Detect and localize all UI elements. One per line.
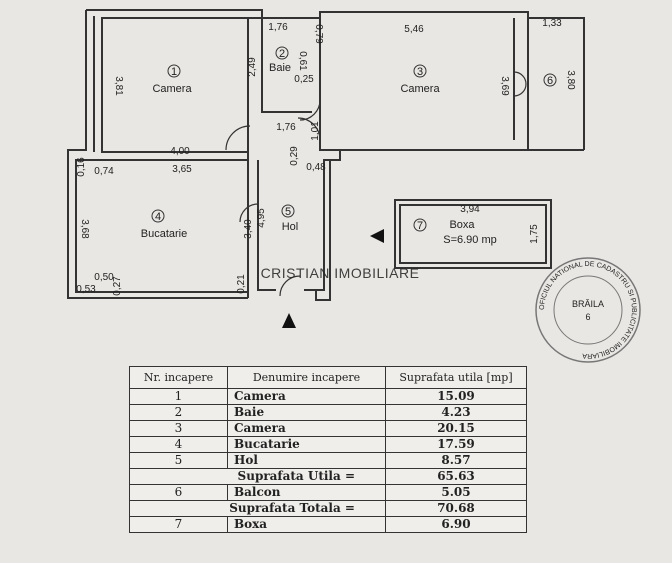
dim-camera1-left: 3,81 [113,76,124,96]
dim-camera3-top: 5,46 [404,24,424,35]
room-5-label: Hol [282,221,299,233]
row-nr: 7 [129,516,228,533]
room-1-label: Camera [152,83,192,95]
row-nr: 5 [129,452,228,469]
dim-baie-left: 2,49 [247,57,258,77]
table-row: 1 Camera 15.09 [129,388,527,405]
suprafata-utila-value: 65.63 [385,468,527,485]
room-3-number: 3 [417,66,423,78]
summary-row-totala: Suprafata Totala = 70.68 [129,500,527,517]
header-area: Suprafata utila [mp] [385,366,527,389]
room-2-number: 2 [279,48,285,60]
dim-buc-top: 3,65 [172,164,192,175]
row-area: 17.59 [385,436,527,453]
door-swings [225,71,527,297]
row-nr: 2 [129,404,228,421]
dim-buc-corner-b: 0,74 [94,166,114,177]
table-header-row: Nr. incapere Denumire incapere Suprafata… [129,366,527,389]
room-4-number: 4 [155,211,161,223]
row-name: Hol [227,452,386,469]
entrance-arrow-up-icon [282,313,296,328]
dim-baie-bottom: 0,25 [294,74,314,85]
table-row: 3 Camera 20.15 [129,420,527,437]
table-row: 4 Bucatarie 17.59 [129,436,527,453]
dim-buc-bottom-b: 0,53 [76,284,96,295]
dim-buc-left: 3,68 [79,219,90,239]
row-name: Camera [227,388,386,405]
dim-balcon-right: 3,80 [565,70,576,90]
dim-buc-bottom-a: 0,50 [94,272,114,283]
area-table: Nr. incapere Denumire incapere Suprafata… [129,366,527,533]
table-row: 2 Baie 4.23 [129,404,527,421]
dim-hol-top: 1,76 [276,122,296,133]
room-7-label: Boxa [449,219,475,231]
dim-hol-right-b: 0,29 [289,146,300,166]
room-1-number: 1 [171,66,177,78]
row-nr: 6 [129,484,228,501]
dim-camera1-bottom: 4,00 [170,146,190,157]
dim-boxa-right: 1,75 [529,224,540,244]
table-row: 6 Balcon 5.05 [129,484,527,501]
row-name: Balcon [227,484,386,501]
row-name: Boxa [227,516,386,533]
dim-baie-right-b: 0,61 [297,51,308,71]
stamp-city: BRĂILA [572,299,604,309]
dim-buc-right: 3,40 [243,219,254,239]
cadastre-stamp: OFICIUL NATIONAL DE CADASTRU SI PUBLICIT… [535,257,641,363]
row-name: Camera [227,420,386,437]
stamp-code: 6 [585,312,590,322]
row-nr: 3 [129,420,228,437]
dim-balcon-top: 1,33 [542,18,562,29]
row-name: Bucatarie [227,436,386,453]
dim-boxa-top: 3,94 [460,204,480,215]
suprafata-totala-label: Suprafata Totala = [129,500,386,517]
row-area: 20.15 [385,420,527,437]
suprafata-utila-label: Suprafata Utila = [129,468,386,485]
table-row: 5 Hol 8.57 [129,452,527,469]
dim-baie-top: 1,76 [268,22,288,33]
dim-hol-right-c: 0,48 [306,162,326,173]
row-name: Baie [227,404,386,421]
room-3-label: Camera [400,83,440,95]
room-4-label: Bucatarie [141,228,187,240]
room-5-number: 5 [285,206,291,218]
summary-row-utila: Suprafata Utila = 65.63 [129,468,527,485]
room-7-number: 7 [417,220,423,232]
floor-plan: 1 Camera 2 Baie 3 Camera 6 4 Bucatarie 5… [67,9,641,363]
entrance-arrow-right-icon [370,229,384,243]
dim-buc-bottom-c: 0,27 [112,276,123,296]
room-2-label: Baie [269,62,291,74]
suprafata-totala-value: 70.68 [385,500,527,517]
room-7-area: S=6.90 mp [443,234,497,246]
header-nr: Nr. incapere [129,366,228,389]
dim-buc-corner-a: 0,16 [76,157,87,177]
table-row: 7 Boxa 6.90 [129,516,527,533]
room-6-number: 6 [547,75,553,87]
row-area: 6.90 [385,516,527,533]
row-area: 15.09 [385,388,527,405]
header-name: Denumire incapere [227,366,386,389]
row-area: 5.05 [385,484,527,501]
dim-baie-right-a: 0,79 [313,24,324,44]
dim-camera3-right: 3,69 [499,76,510,96]
watermark: CRISTIAN IMOBILIARE [261,265,420,281]
dim-hol-bottom-left: 0,21 [236,274,247,294]
walls [67,9,585,301]
row-area: 8.57 [385,452,527,469]
row-nr: 1 [129,388,228,405]
room-circles [151,46,557,232]
row-nr: 4 [129,436,228,453]
dim-hol-left: 4,95 [256,208,267,228]
dim-hol-right-a: 1,01 [310,121,321,141]
row-area: 4.23 [385,404,527,421]
